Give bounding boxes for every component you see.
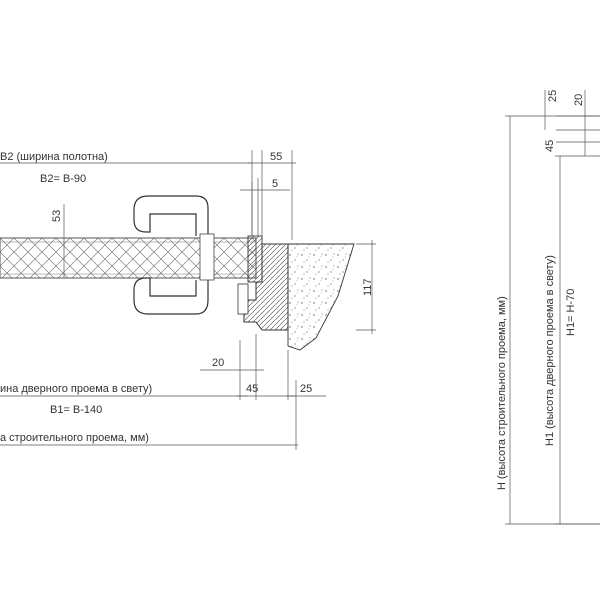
dim-5: 5: [272, 178, 278, 190]
dimension-values: 55 5 53 117 20 45 25: [51, 151, 374, 395]
door-frame-profile: [237, 182, 289, 331]
dim-v20: 20: [573, 94, 585, 106]
dim-20: 20: [212, 357, 224, 369]
b1-name-label: ина дверного проема в свету): [0, 383, 152, 395]
dim-53: 53: [51, 210, 63, 222]
b1-formula-label: B1= B-140: [50, 404, 102, 416]
dim-25: 25: [300, 383, 312, 395]
h1-name-label: H1 (высота дверного проема в свету): [544, 255, 556, 446]
door-leaf-section: [0, 237, 257, 279]
dim-v45: 45: [544, 140, 556, 152]
wall-section: [287, 243, 355, 351]
b-name-label: а строительного проема, мм): [0, 432, 149, 444]
dim-45: 45: [246, 383, 258, 395]
door-handle: [133, 195, 215, 315]
h1-formula-label: H1= H-70: [565, 289, 577, 336]
dimension-lines: [0, 150, 376, 450]
vertical-labels: H (высота строительного проема, мм) H1 (…: [496, 90, 585, 490]
b2-name-label: B2 (ширина полотна): [0, 151, 108, 163]
horizontal-labels: B2 (ширина полотна) B2= B-90 ина дверног…: [0, 151, 152, 444]
b2-formula-label: B2= B-90: [40, 173, 86, 185]
dim-55: 55: [270, 151, 282, 163]
height-dimension-lines: [505, 90, 600, 525]
h-name-label: H (высота строительного проема, мм): [496, 296, 508, 490]
dim-117: 117: [362, 278, 374, 296]
dim-v25: 25: [547, 90, 559, 102]
